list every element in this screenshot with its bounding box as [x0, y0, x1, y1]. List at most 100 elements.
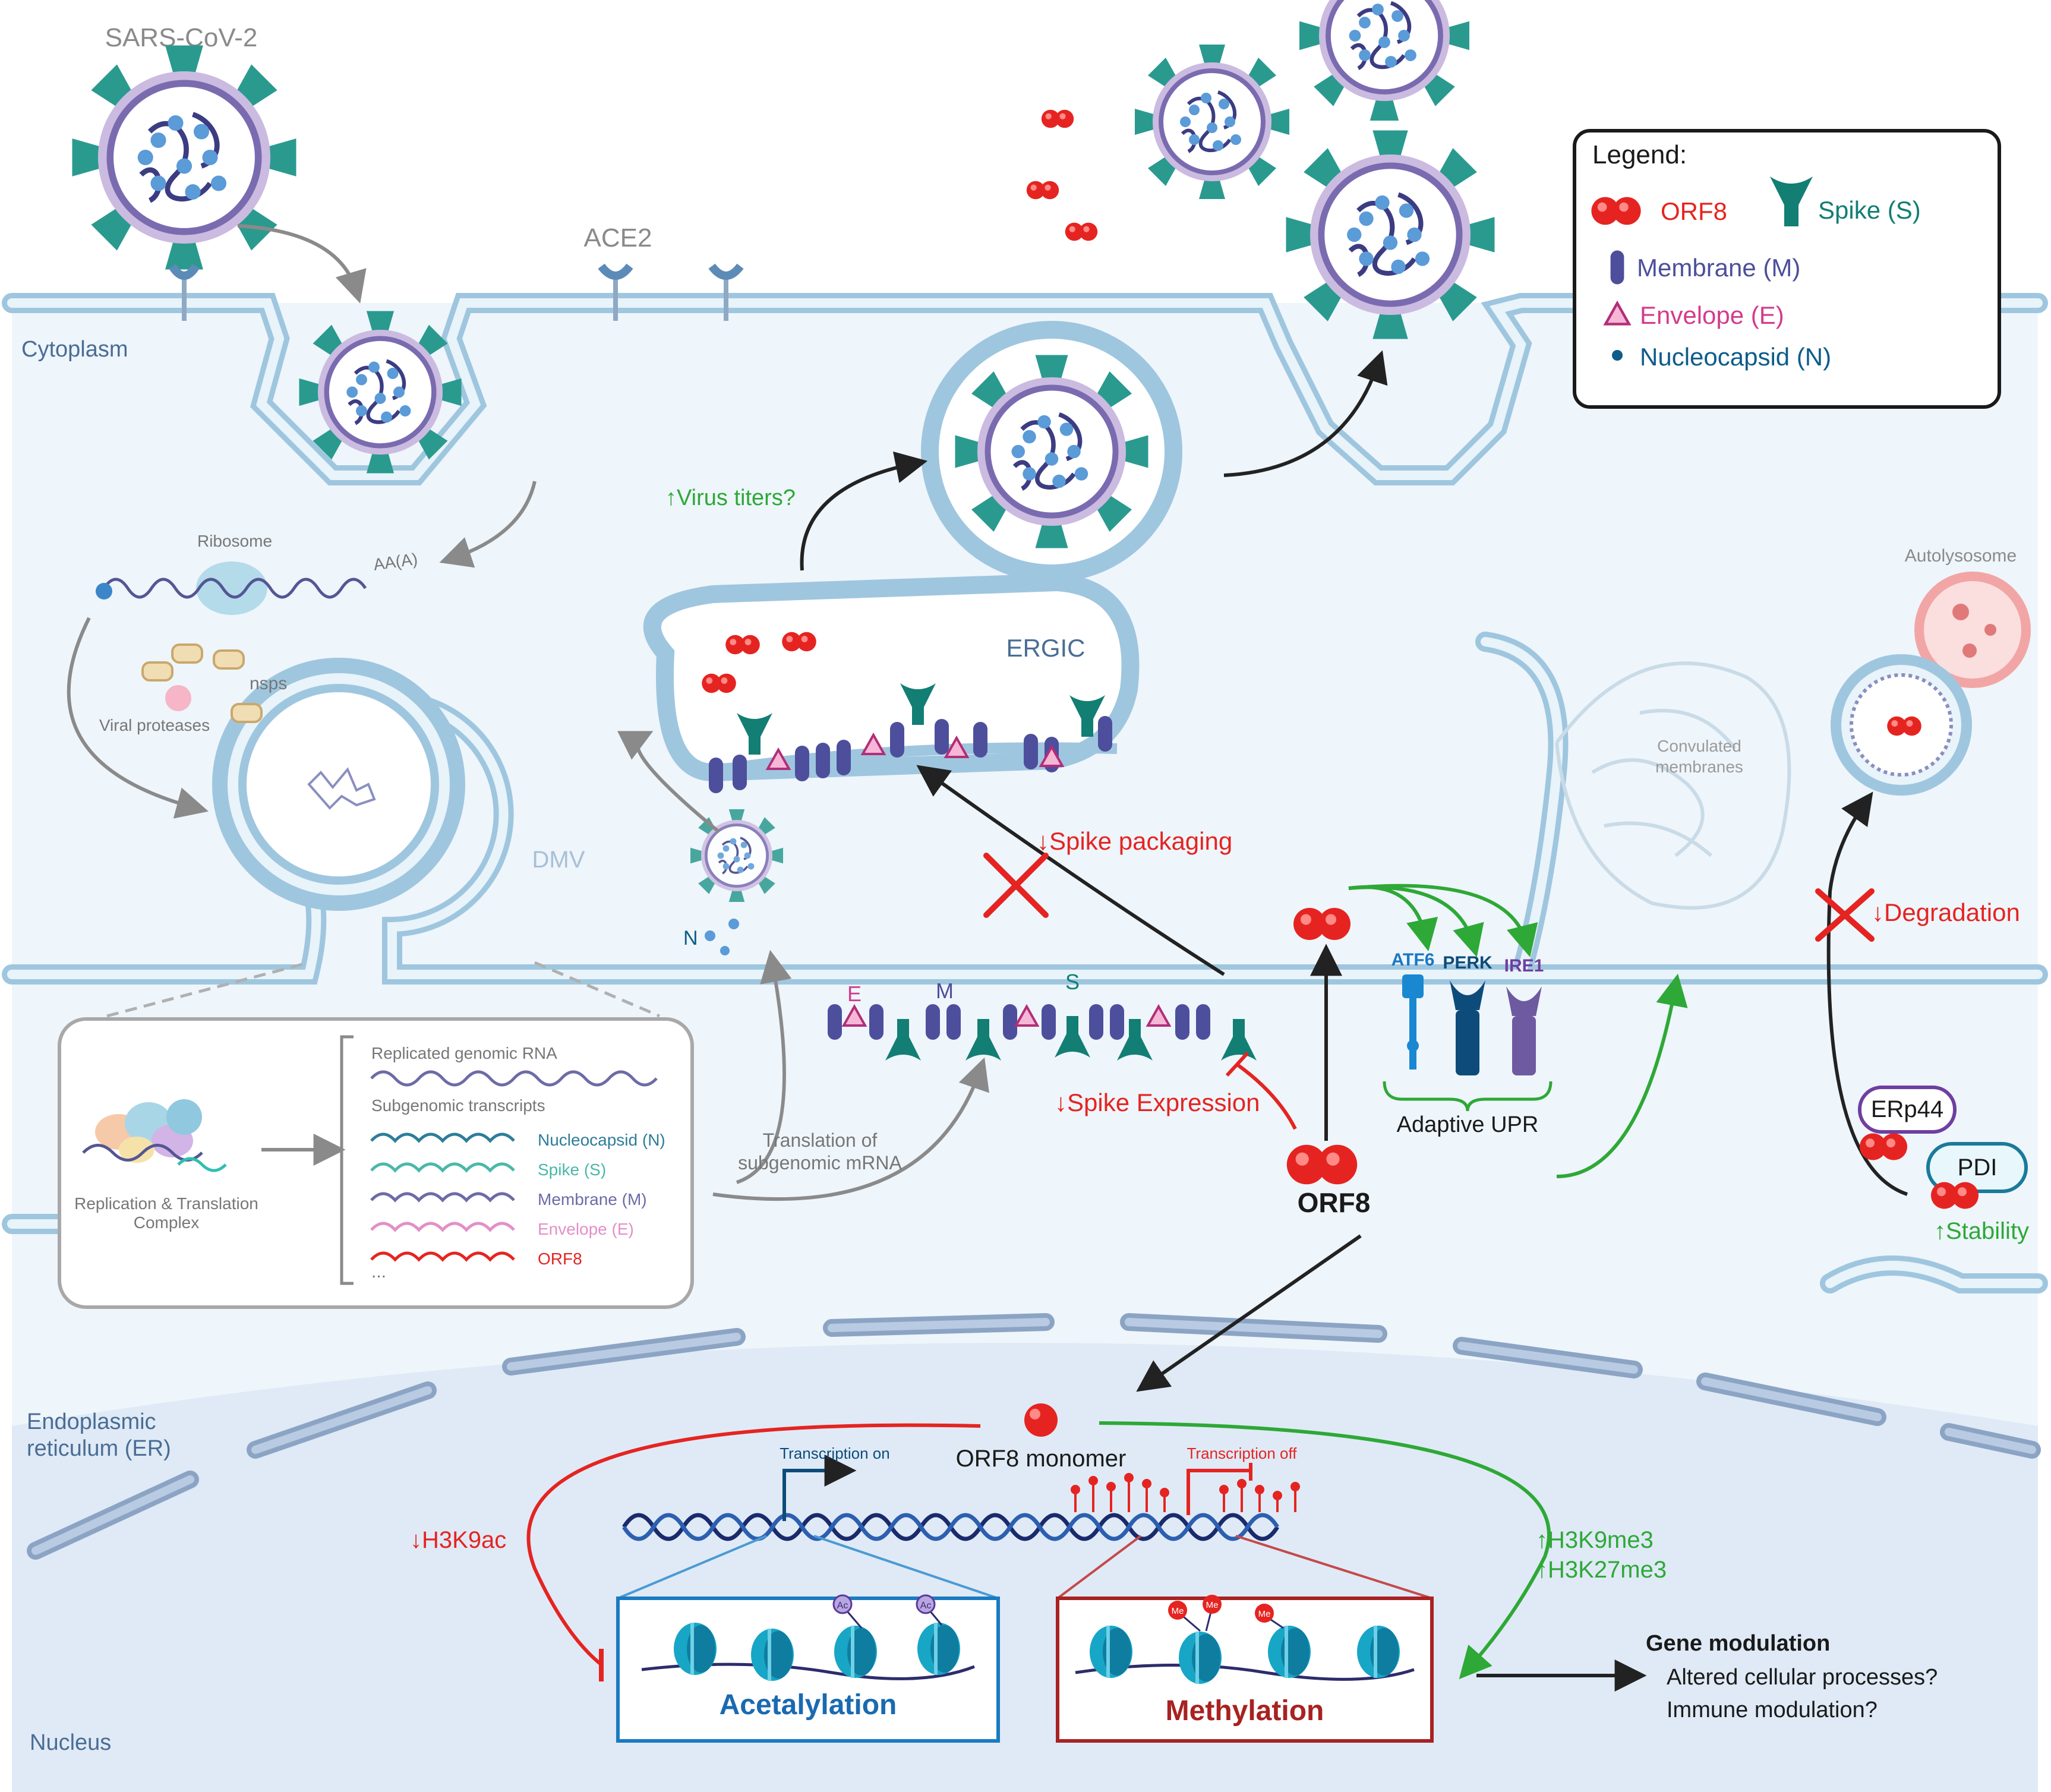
released-virion-icon-2 — [1286, 131, 1495, 339]
degradation-label: ↓Degradation — [1872, 898, 2020, 926]
degradation-block-icon — [1815, 888, 1875, 942]
acetylation-inhibition-line — [526, 1423, 981, 1665]
transcript-label: ORF8 — [538, 1250, 582, 1268]
transcript-wave — [370, 1162, 515, 1173]
spike-packaging-label: ↓Spike packaging — [1037, 827, 1232, 855]
ribosome-icon — [196, 561, 267, 615]
h3k9ac-label: ↓H3K9ac — [410, 1527, 506, 1553]
decrease-arrow-icon-2: ↓ — [1055, 1089, 1067, 1116]
ace2-label: ACE2 — [584, 223, 652, 253]
nsps-icon — [141, 643, 263, 723]
spike-packaging-block-icon — [983, 853, 1049, 918]
legend-title: Legend: — [1592, 140, 1687, 169]
h3k9me3-label: ↑H3K9me3 — [1536, 1527, 1654, 1553]
cytoplasm-label: Cytoplasm — [21, 337, 128, 362]
legend-spike-label: Spike (S) — [1818, 196, 1921, 224]
orf8-monomer-icon — [1024, 1403, 1058, 1437]
ellipsis-label: ... — [371, 1262, 386, 1282]
methyl-marks — [1071, 1473, 1300, 1512]
transcript-row: Nucleocapsid (N) — [370, 1131, 665, 1149]
erp44-label: ERp44 — [1871, 1096, 1943, 1122]
ergic-label: ERGIC — [1006, 634, 1085, 662]
svg-text:Me: Me — [1258, 1609, 1271, 1619]
acetyl-mark-icon: Ac Ac — [832, 1594, 943, 1629]
transcript-wave — [370, 1192, 515, 1203]
n-label: N — [683, 927, 698, 949]
replication-complex-label-line2: Complex — [134, 1213, 199, 1232]
pdi-label: PDI — [1958, 1154, 1998, 1181]
transcript-wave — [370, 1222, 515, 1232]
transcription-off-label: Transcription off — [1187, 1444, 1298, 1462]
nucleocapsid-cluster-icon — [690, 809, 783, 902]
vesicle-virion-icon — [955, 355, 1148, 548]
increase-arrow-icon-3: ↑ — [1536, 1527, 1548, 1553]
ire1-sensor-icon — [1506, 986, 1542, 1075]
atf6-label: ATF6 — [1391, 950, 1435, 970]
transcription-on-label: Transcription on — [780, 1444, 889, 1462]
convoluted-label-line1: Convulated — [1657, 737, 1741, 755]
erp44-chaperone — [1858, 1086, 1957, 1134]
endoplasmic-label-line2: reticulum (ER) — [27, 1436, 171, 1461]
transcription-off-arrow — [1187, 1469, 1251, 1515]
spike-expression-label: ↓Spike Expression — [1055, 1089, 1260, 1116]
legend-membrane-icon — [1610, 250, 1624, 285]
virus-titers-label: ↑Virus titers? — [665, 485, 796, 510]
nucleosome-icon — [674, 1623, 717, 1675]
ace2-receptor-icon — [598, 263, 744, 321]
transcript-label: Spike (S) — [538, 1160, 606, 1179]
replicated-rna-label: Replicated genomic RNA — [371, 1044, 557, 1062]
transcript-row: Membrane (M) — [370, 1190, 647, 1209]
atf6-sensor-icon — [1402, 974, 1424, 1069]
perk-sensor-icon — [1450, 980, 1485, 1075]
ergic-compartment — [643, 573, 1140, 782]
transcript-row: Envelope (E) — [370, 1220, 634, 1238]
decrease-arrow-icon-3: ↓ — [1872, 898, 1884, 926]
nucleus-label: Nucleus — [30, 1730, 111, 1755]
translation-label-line1: Translation of — [763, 1130, 878, 1151]
endosome-virion-icon — [299, 311, 462, 474]
replication-inset — [58, 1017, 694, 1309]
increase-arrow-icon: ↑ — [665, 485, 677, 510]
svg-text:Me: Me — [1206, 1600, 1219, 1610]
decrease-arrow-icon: ↓ — [1037, 827, 1049, 855]
decrease-arrow-icon-4: ↓ — [410, 1527, 422, 1553]
legend-box — [1573, 129, 2001, 409]
svg-text:Ac: Ac — [837, 1601, 848, 1611]
adaptive-upr-label: Adaptive UPR — [1397, 1112, 1539, 1137]
dmv-label: DMV — [532, 847, 585, 873]
transcript-label: Membrane (M) — [538, 1190, 647, 1209]
legend-membrane-label: Membrane (M) — [1637, 254, 1800, 282]
immune-modulation-label: Immune modulation? — [1667, 1698, 1878, 1722]
viral-proteases-label: Viral proteases — [99, 716, 210, 734]
legend-nucleocapsid-label: Nucleocapsid (N) — [1640, 343, 1831, 371]
methylation-label: Methylation — [1166, 1695, 1324, 1727]
transcript-row: ORF8 — [370, 1250, 582, 1268]
replication-complex-icon — [82, 1099, 227, 1172]
released-virion-icon — [1135, 45, 1289, 199]
legend-nucleocapsid-icon — [1612, 350, 1623, 361]
perk-label: PERK — [1443, 953, 1493, 973]
orf8-label: ORF8 — [1298, 1187, 1371, 1218]
autolysosome-label: Autolysosome — [1905, 546, 2017, 566]
orf8-monomer-label: ORF8 monomer — [956, 1446, 1127, 1472]
convoluted-label-line2: membranes — [1655, 758, 1743, 776]
m-label: M — [936, 979, 954, 1003]
transcript-label: Nucleocapsid (N) — [538, 1131, 665, 1149]
ire1-label: IRE1 — [1504, 956, 1544, 976]
acetylation-label: Acetalylation — [720, 1689, 897, 1721]
legend-orf8-label: ORF8 — [1661, 197, 1727, 225]
lysosome-icon — [1914, 572, 2031, 688]
subgenomic-label: Subgenomic transcripts — [371, 1096, 545, 1115]
transcription-on-arrow — [782, 1455, 857, 1521]
endoplasmic-label-line1: Endoplasmic — [27, 1409, 156, 1434]
increase-arrow-icon-4: ↑ — [1536, 1557, 1548, 1583]
svg-text:Ac: Ac — [920, 1601, 932, 1611]
transcript-label: Envelope (E) — [538, 1220, 634, 1238]
increase-arrow-icon-2: ↑ — [1934, 1218, 1946, 1244]
dna-helix — [622, 1513, 1279, 1541]
replication-complex-label-line1: Replication & Translation — [74, 1194, 258, 1213]
entry-arrow — [237, 224, 367, 304]
gene-modulation-label: Gene modulation — [1646, 1631, 1830, 1656]
subgenomic-transcript-list: Nucleocapsid (N) Spike (S) Membrane (M) Env… — [370, 1131, 665, 1268]
